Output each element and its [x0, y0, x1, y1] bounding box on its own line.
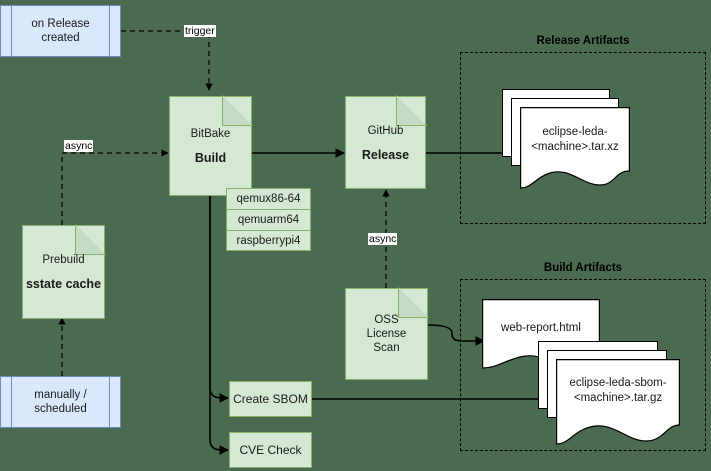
- group-release-artifacts: [460, 52, 706, 224]
- machine-list: qemux86-64 qemuarm64 raspberrypi4: [226, 188, 311, 251]
- artifact-release-tarball[interactable]: eclipse-leda- <machine>.tar.xz: [520, 107, 630, 189]
- cve-check-label: CVE Check: [239, 443, 302, 457]
- prebuild-labels: Prebuild sstate cache: [25, 254, 102, 291]
- artifact-sbom-tarball-label: eclipse-leda-sbom- <machine>.tar.gz: [569, 377, 667, 404]
- node-prebuild-sstate-cache[interactable]: Prebuild sstate cache: [22, 224, 106, 319]
- edge-label-async-oss: async: [368, 233, 398, 245]
- edge-async-prebuild: [61, 149, 169, 225]
- node-oss-license-scan[interactable]: OSS License Scan: [345, 287, 429, 380]
- artifact-web-report-label: web-report.html: [501, 322, 581, 334]
- node-bitbake-build[interactable]: BitBake Build: [169, 95, 253, 196]
- edge-label-trigger: trigger: [184, 25, 216, 37]
- edge-trigger: [121, 30, 213, 91]
- manually-scheduled-label: manually / scheduled: [34, 389, 87, 415]
- on-release-created-label: on Release created: [31, 18, 90, 44]
- group-build-artifacts-title: Build Artifacts: [543, 262, 623, 274]
- oss-license-scan-labels: OSS License Scan: [366, 314, 407, 354]
- node-create-sbom[interactable]: Create SBOM: [229, 381, 312, 417]
- machine-list-item[interactable]: qemux86-64: [226, 188, 311, 209]
- artifact-sbom-tarball[interactable]: eclipse-leda-sbom- <machine>.tar.gz: [556, 359, 680, 445]
- machine-list-item[interactable]: raspberrypi4: [226, 230, 311, 251]
- github-release-labels: GitHub Release: [361, 124, 410, 162]
- node-on-release-created[interactable]: on Release created: [0, 5, 121, 57]
- machine-list-item[interactable]: qemuarm64: [226, 209, 311, 230]
- node-cve-check[interactable]: CVE Check: [229, 432, 312, 468]
- bitbake-labels: BitBake Build: [190, 128, 231, 165]
- wavy-document-icon: [556, 359, 680, 445]
- node-manually-scheduled[interactable]: manually / scheduled: [0, 376, 121, 428]
- create-sbom-label: Create SBOM: [233, 392, 308, 406]
- group-build-artifacts: [460, 279, 706, 451]
- artifact-release-tarball-label: eclipse-leda- <machine>.tar.xz: [531, 126, 619, 153]
- group-release-artifacts-title: Release Artifacts: [536, 35, 630, 47]
- wavy-document-icon: [520, 107, 630, 189]
- node-github-release[interactable]: GitHub Release: [345, 95, 427, 189]
- edge-label-async-prebuild: async: [64, 140, 94, 152]
